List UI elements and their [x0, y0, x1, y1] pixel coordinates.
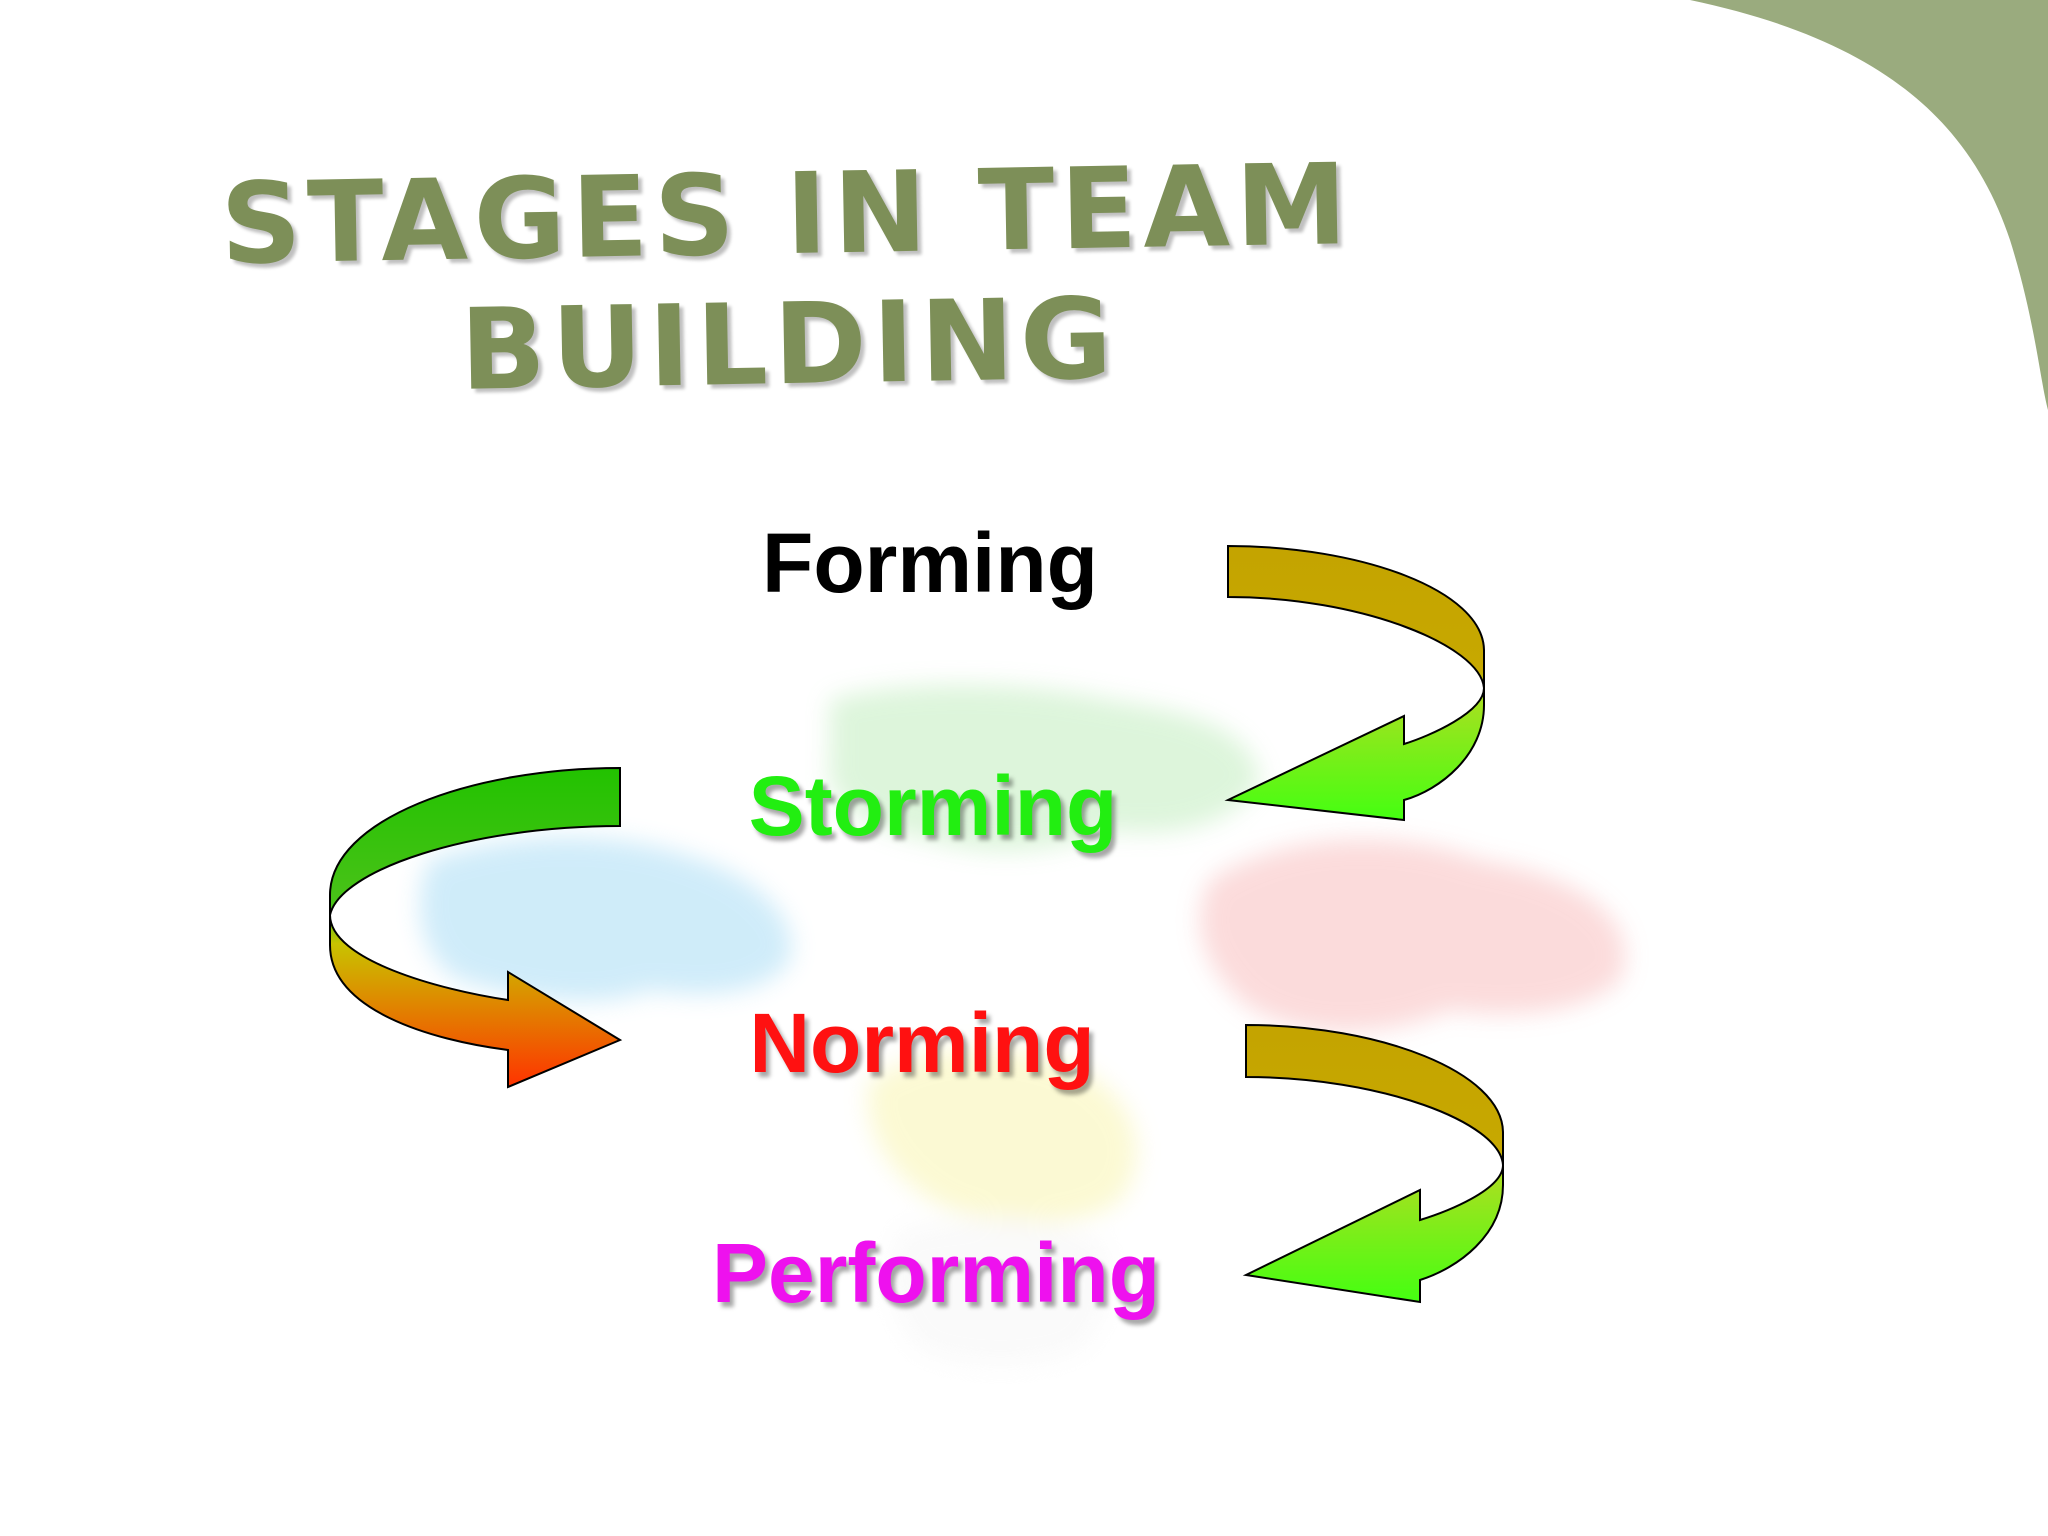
arrow-forming-to-storming — [1224, 544, 1486, 822]
stage-norming: Norming — [749, 996, 1095, 1090]
stage-storming: Storming — [748, 759, 1118, 853]
arrow-norming-to-performing — [1242, 1023, 1505, 1304]
stage-performing: Performing — [711, 1226, 1161, 1320]
stage-forming: Forming — [762, 516, 1098, 610]
slide-title: Stages in Team Building — [219, 140, 1355, 416]
arrow-storming-to-norming — [328, 766, 623, 1089]
